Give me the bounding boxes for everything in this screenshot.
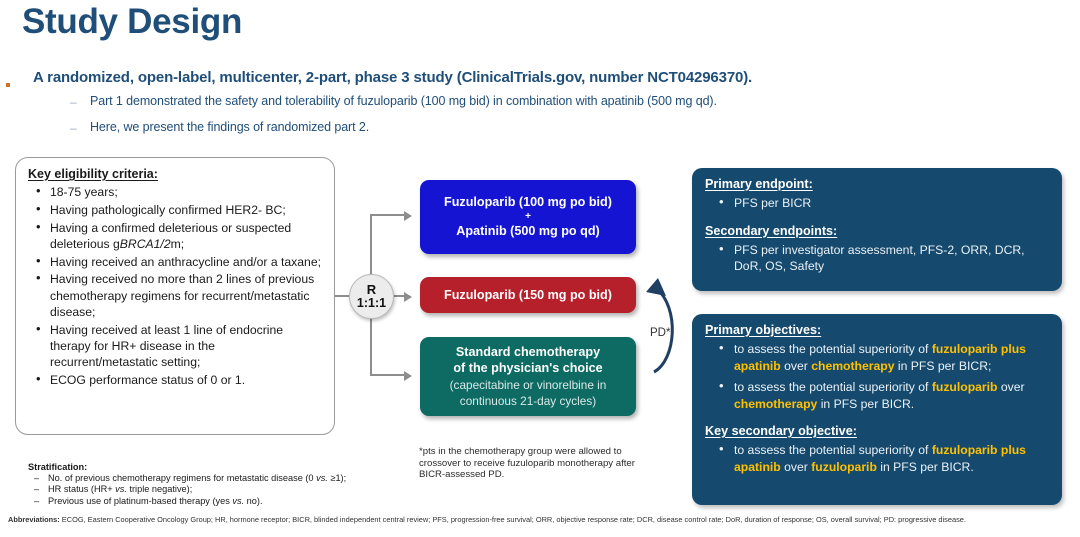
crossover-label: PD* [650,327,671,339]
dash-icon: – [34,473,40,483]
bullet-icon: • [719,441,724,456]
eligibility-heading: Key eligibility criteria: [28,167,158,181]
study-summary-line: A randomized, open-label, multicenter, 2… [33,69,753,86]
stratification-block: Stratification: –No. of previous chemoth… [28,462,418,507]
secondary-endpoint-list: •PFS per investigator assessment, PFS-2,… [692,240,1062,278]
page-title: Study Design [22,2,243,41]
dash-icon: – [70,121,77,135]
treatment-arm-combination: Fuzuloparib (100 mg po bid) + Apatinib (… [420,180,636,254]
stratification-item: –Previous use of platinum-based therapy … [34,495,263,506]
eligibility-item: •Having received at least 1 line of endo… [36,320,284,370]
dash-icon: – [34,495,40,506]
key-secondary-objective-heading: Key secondary objective: [705,424,857,438]
bullet-icon: • [36,371,41,387]
randomization-input-line [335,295,351,297]
stratification-item: –HR status (HR+ vs. triple negative); [34,484,193,495]
eligibility-list: •18-75 years;•Having pathologically conf… [16,183,334,390]
connector-arm1 [370,214,404,216]
primary-endpoint-item: •PFS per BICR [719,194,812,210]
primary-endpoint-list: •PFS per BICR [692,193,1062,215]
abbreviations-label: Abbreviations: [8,515,60,524]
bullet-icon: • [36,252,41,268]
primary-objective-item: •to assess the potential superiority of … [719,340,1026,373]
bullet-icon: • [36,200,41,216]
primary-objectives-list: •to assess the potential superiority of … [692,339,1062,415]
arm3-line4: continuous 21-day cycles) [459,394,597,408]
arm3-line1: Standard chemotherapy [455,344,601,359]
bullet-icon: • [36,320,41,336]
highlighted-term: fuzuloparib [811,459,877,474]
arrowhead-arm1-icon [404,211,412,221]
dash-icon: – [34,484,40,495]
treatment-arm-fuzuloparib: Fuzuloparib (150 mg po bid) [420,277,636,313]
eligibility-item: •Having received an anthracycline and/or… [36,252,321,269]
randomization-letter: R [366,282,377,297]
secondary-endpoints-heading: Secondary endpoints: [705,223,838,238]
key-secondary-objective-list: •to assess the potential superiority of … [692,440,1062,478]
bullet-icon: • [719,340,724,355]
treatment-arm-chemotherapy: Standard chemotherapy of the physician's… [420,337,636,416]
primary-objectives-heading: Primary objectives: [705,323,822,337]
bullet-icon: • [719,240,724,256]
objectives-panel: Primary objectives: •to assess the poten… [692,314,1062,505]
highlighted-term: fuzuloparib [931,380,998,394]
dash-icon: – [70,95,77,109]
highlighted-term: chemotherapy [734,396,818,411]
eligibility-item: •Having pathologically confirmed HER2- B… [36,200,286,217]
eligibility-item: •ECOG performance status of 0 or 1. [36,371,246,388]
secondary-endpoint-item: •PFS per investigator assessment, PFS-2,… [719,240,1025,274]
sub-bullet-part2: – Here, we present the findings of rando… [70,120,370,135]
bullet-icon: • [36,270,41,286]
arm3-line2: of the physician's choice [453,361,603,375]
sub-bullet-part1: – Part 1 demonstrated the safety and tol… [70,94,717,109]
arm3-line3: (capecitabine or vinorelbine in [449,377,607,392]
randomization-node: R 1:1:1 [349,274,394,319]
connector-arm2 [394,295,404,297]
eligibility-item: •Having a confirmed deleterious or suspe… [36,218,292,251]
arrowhead-arm2-icon [404,292,412,302]
abbreviations-footer: Abbreviations: ECOG, Eastern Cooperative… [8,515,1073,525]
arm1-line1: Fuzuloparib (100 mg po bid) [444,195,612,209]
crossover-footnote: *pts in the chemotherapy group were allo… [419,446,635,481]
crossover-arrow-icon [646,278,674,374]
bullet-icon: • [719,378,724,393]
highlighted-term: chemotherapy [811,358,895,373]
key-secondary-objective-item: •to assess the potential superiority of … [719,441,1026,474]
arm1-plus-sign: + [525,211,531,222]
highlighted-term: fuzuloparib plus apatinib [734,443,1026,474]
bullet-icon: • [36,218,41,234]
eligibility-item: •Having received no more than 2 lines of… [36,270,315,320]
stratification-heading: Stratification: [28,462,88,472]
randomization-ratio: 1:1:1 [356,296,387,310]
sub-bullet-part2-label: Here, we present the findings of randomi… [90,120,370,134]
arm1-line3: Apatinib (500 mg po qd) [456,224,600,238]
stratification-list: –No. of previous chemotherapy regimens f… [28,473,418,507]
primary-endpoint-heading: Primary endpoint: [705,177,813,191]
eligibility-item: •18-75 years; [36,183,118,199]
abbreviations-text: ECOG, Eastern Cooperative Oncology Group… [59,515,966,524]
eligibility-card: Key eligibility criteria: •18-75 years;•… [15,157,335,435]
endpoints-panel: Primary endpoint: •PFS per BICR Secondar… [692,168,1062,291]
connector-arm3 [370,374,404,376]
highlighted-term: fuzuloparib plus apatinib [734,342,1026,373]
arrowhead-arm3-icon [404,371,412,381]
primary-objective-item: •to assess the potential superiority of … [719,378,1025,411]
bullet-icon: • [36,183,41,198]
stratification-item: –No. of previous chemotherapy regimens f… [34,473,347,483]
sub-bullet-part1-label: Part 1 demonstrated the safety and toler… [90,94,717,108]
bullet-icon: • [719,194,724,209]
arm2-line1: Fuzuloparib (150 mg po bid) [444,288,612,302]
lead-bullet-marker [6,83,10,87]
